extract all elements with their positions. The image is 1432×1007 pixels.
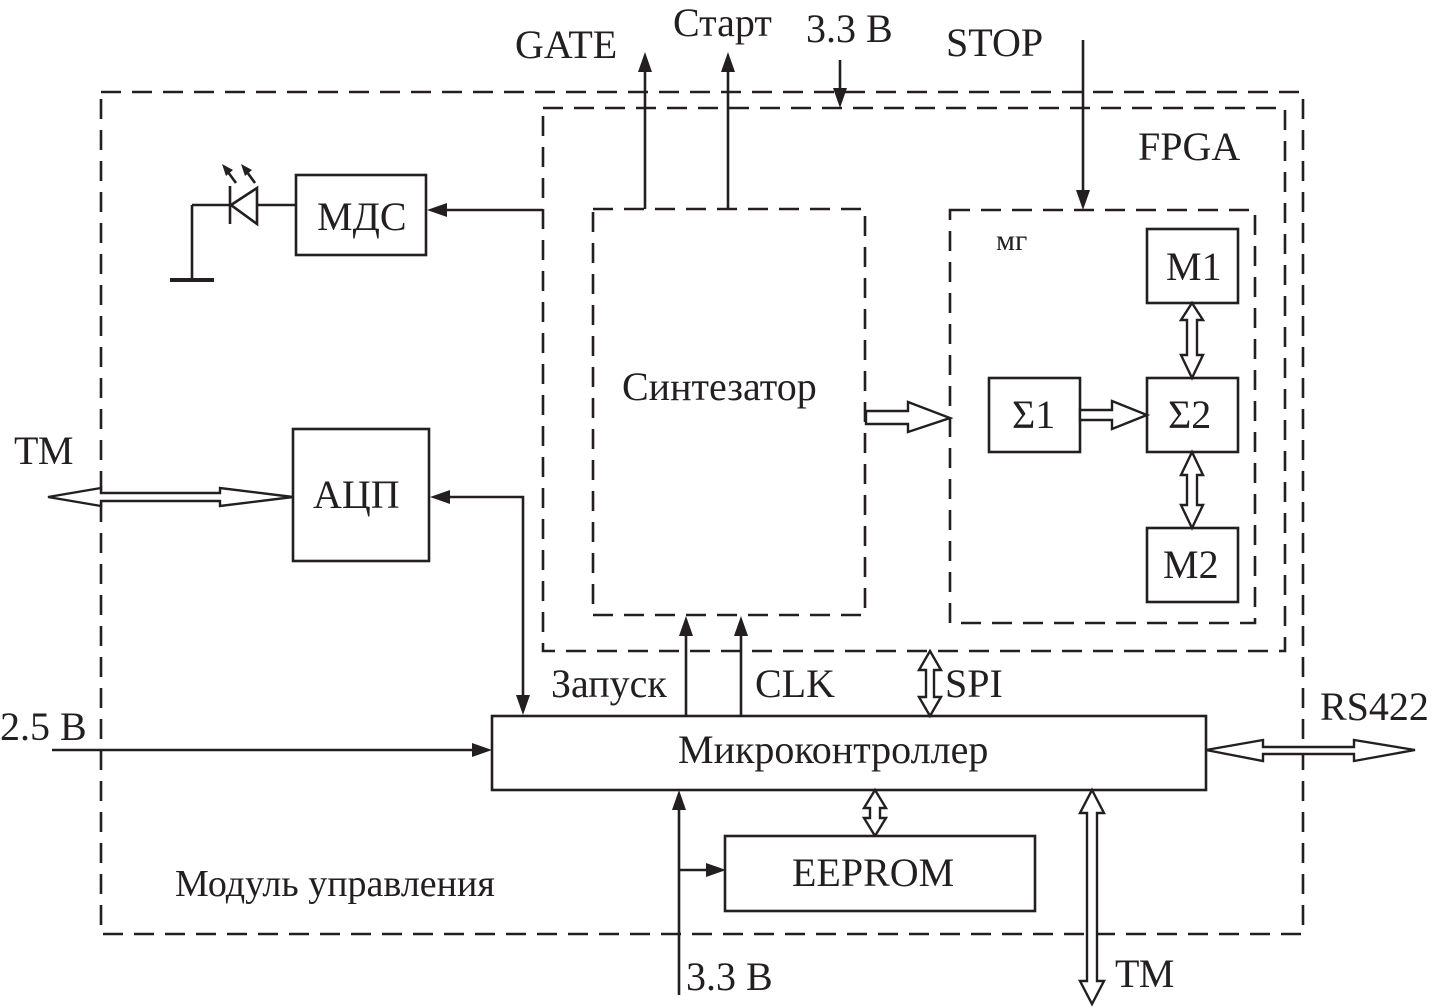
stop-label: STOP: [946, 20, 1043, 65]
fpga-label: FPGA: [1138, 124, 1240, 169]
eeprom-block: [723, 834, 1037, 913]
stop-arrow: [1076, 40, 1090, 210]
m2-label: M2: [1163, 542, 1219, 587]
gate-arrow: [638, 52, 652, 209]
mg-boundary: [948, 208, 1257, 625]
mds-label: МДС: [317, 194, 407, 239]
m1-sum2-bus-arrow: [1178, 300, 1206, 381]
mcu-block: [490, 714, 1208, 792]
start-arrow: [721, 52, 735, 209]
tm-bottom-bus-arrow: [1078, 787, 1106, 1007]
power-3v3-bottom-label: 3.3 В: [686, 954, 773, 999]
module-label: Модуль управления: [175, 863, 495, 905]
synthesizer-boundary: [591, 207, 867, 617]
rs422-label: RS422: [1320, 684, 1429, 729]
power-3v3-top-label: 3.3 В: [806, 6, 893, 51]
power-3v3-top-arrow: [833, 60, 847, 108]
sum1-block: [987, 376, 1082, 454]
launch-arrow: [679, 616, 693, 716]
tm-left-label: ТМ: [14, 428, 73, 473]
rs422-bus-arrow: [1205, 738, 1416, 763]
synthesizer-label: Синтезатор: [622, 364, 817, 409]
mg-label: мг: [996, 224, 1027, 257]
m1-label: M1: [1166, 244, 1222, 289]
power-3v3-bottom-arrow: [672, 790, 726, 995]
tm-bottom-label: ТМ: [1115, 951, 1174, 996]
gate-label: GATE: [515, 22, 617, 67]
sum1-sum2-bus-arrow: [1078, 399, 1151, 431]
launch-label: Запуск: [551, 661, 667, 706]
power-2v5-arrow: [52, 743, 492, 757]
mcu-eeprom-bus-arrow: [861, 787, 889, 839]
clk-arrow: [734, 616, 748, 716]
tm-adc-bus-arrow: [47, 486, 294, 508]
mcu-label: Микроконтроллер: [678, 727, 988, 772]
led-icon: [170, 164, 296, 282]
start-label: Старт: [673, 0, 772, 45]
adc-block: [291, 427, 431, 563]
spi-bus-arrow: [916, 648, 944, 719]
mcu-adc-link: [430, 490, 530, 715]
fpga-to-mds-arrow: [427, 203, 543, 217]
power-2v5-label: 2.5 В: [0, 704, 87, 749]
fpga-boundary: [541, 106, 1287, 653]
synth-mg-bus-arrow: [864, 400, 954, 434]
sum2-m2-bus-arrow: [1179, 449, 1205, 531]
spi-label: SPI: [945, 661, 1003, 706]
sum2-label: Σ2: [1168, 392, 1211, 437]
adc-label: АЦП: [313, 472, 400, 517]
mds-block: [294, 173, 428, 257]
module-boundary: [99, 90, 1305, 936]
eeprom-label: EEPROM: [792, 850, 954, 895]
sum1-label: Σ1: [1012, 392, 1055, 437]
clk-label: CLK: [755, 661, 835, 706]
